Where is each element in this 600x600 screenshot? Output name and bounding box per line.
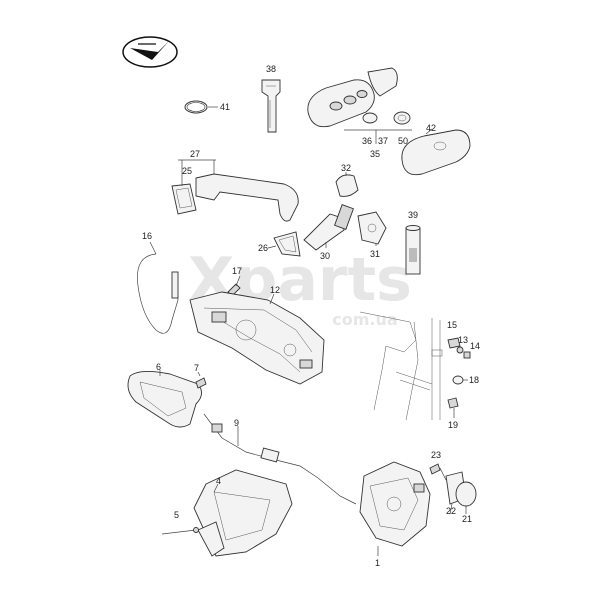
callout-7: 7 xyxy=(194,363,199,373)
callout-17: 17 xyxy=(232,266,242,276)
striker-part xyxy=(447,397,459,418)
callout-9: 9 xyxy=(234,418,239,428)
callout-6: 6 xyxy=(156,362,161,372)
emblem-part xyxy=(393,111,411,125)
callout-1: 1 xyxy=(375,558,380,568)
callout-26: 26 xyxy=(258,243,268,253)
callout-13: 13 xyxy=(458,335,468,345)
manufacturer-logo xyxy=(122,36,178,68)
callout-18: 18 xyxy=(469,375,479,385)
battery-part xyxy=(362,112,378,124)
callout-25: 25 xyxy=(182,166,192,176)
callout-5: 5 xyxy=(174,510,179,520)
screw-23-part xyxy=(429,463,447,481)
callout-12: 12 xyxy=(270,285,280,295)
remote-key-part xyxy=(307,67,398,128)
callout-38: 38 xyxy=(266,64,276,74)
nut-14-part xyxy=(463,351,471,359)
screw-13-part xyxy=(456,346,464,354)
screw-5-part xyxy=(161,527,199,535)
callout-42: 42 xyxy=(426,123,436,133)
retainer-part xyxy=(447,337,461,349)
cover-plate-part xyxy=(455,481,477,507)
callout-4: 4 xyxy=(216,476,221,486)
door-frame-outline xyxy=(359,311,443,421)
callout-27: 27 xyxy=(190,149,200,159)
lock-bracket-part xyxy=(357,211,387,245)
callout-36: 36 xyxy=(362,136,372,146)
callout-19: 19 xyxy=(448,420,458,430)
callout-15: 15 xyxy=(447,320,457,330)
key-blade-part xyxy=(261,79,281,133)
callout-14: 14 xyxy=(470,341,480,351)
bowden-cable-part xyxy=(203,413,357,505)
screw-7-part xyxy=(195,371,207,389)
callout-31: 31 xyxy=(370,249,380,259)
callout-37: 37 xyxy=(378,136,388,146)
callout-32: 32 xyxy=(341,163,351,173)
callout-30: 30 xyxy=(320,251,330,261)
callout-35: 35 xyxy=(370,149,380,159)
handle-gasket-part xyxy=(171,183,197,215)
release-cable-part xyxy=(137,253,179,334)
lubricant-can-part xyxy=(405,225,421,275)
key-housing-part xyxy=(401,129,471,176)
watermark-domain: com.ua xyxy=(332,310,397,329)
outer-handle-part xyxy=(195,173,299,222)
gasket-part xyxy=(273,231,301,257)
o-ring-part xyxy=(184,100,218,114)
door-lock-actuator-part xyxy=(359,461,431,547)
callout-22: 22 xyxy=(446,506,456,516)
cover-cap-part xyxy=(335,174,359,197)
lock-cylinder-part xyxy=(303,204,354,251)
callout-21: 21 xyxy=(462,514,472,524)
bushing-part xyxy=(452,375,468,385)
callout-50: 50 xyxy=(398,136,408,146)
inner-handle-part xyxy=(127,371,202,428)
callout-39: 39 xyxy=(408,210,418,220)
callout-23: 23 xyxy=(431,450,441,460)
handle-carrier-part xyxy=(189,291,325,385)
callout-16: 16 xyxy=(142,231,152,241)
callout-41: 41 xyxy=(220,102,230,112)
lever-housing-part xyxy=(193,469,293,557)
